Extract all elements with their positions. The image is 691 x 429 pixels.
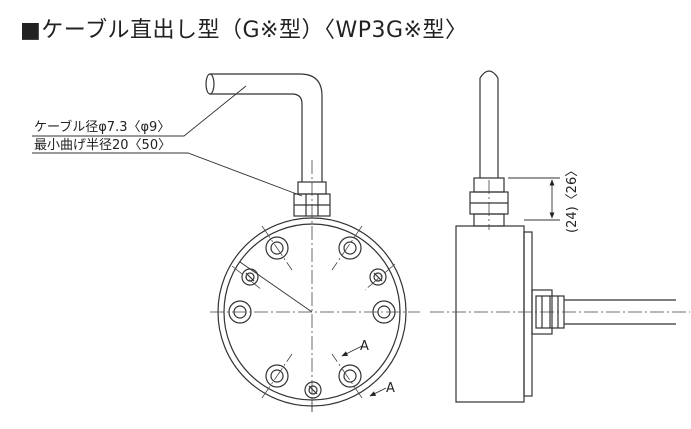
label-a-lower-group: A: [369, 381, 395, 397]
front-view: [205, 73, 407, 407]
cable-vertical: [479, 70, 499, 178]
sensor-flange-side: [523, 231, 533, 397]
label-a-upper-group: A: [341, 339, 369, 357]
side-view: [455, 70, 676, 403]
cable-diameter-label: ケーブル径φ7.3〈φ9〉: [34, 119, 170, 135]
min-bend-radius-label: 最小曲げ半径20〈50〉: [34, 138, 171, 153]
screws: [241, 268, 387, 399]
sensor-body: [455, 225, 525, 403]
radius-line: [239, 261, 313, 313]
drawing-title: ■ケーブル直出し型（G※型）〈WP3G※型〉: [20, 18, 468, 43]
cable-bent: [205, 73, 323, 182]
center-lines-side: [430, 180, 690, 313]
center-lines-front: [210, 160, 420, 412]
dimension-side: [508, 177, 560, 221]
label-a-lower: A: [386, 381, 395, 396]
bolt-holes: [228, 236, 396, 388]
cable-leaders: [32, 85, 303, 197]
dimension-side-label: (24)〈26〉: [565, 164, 580, 233]
label-a-upper: A: [360, 339, 369, 354]
